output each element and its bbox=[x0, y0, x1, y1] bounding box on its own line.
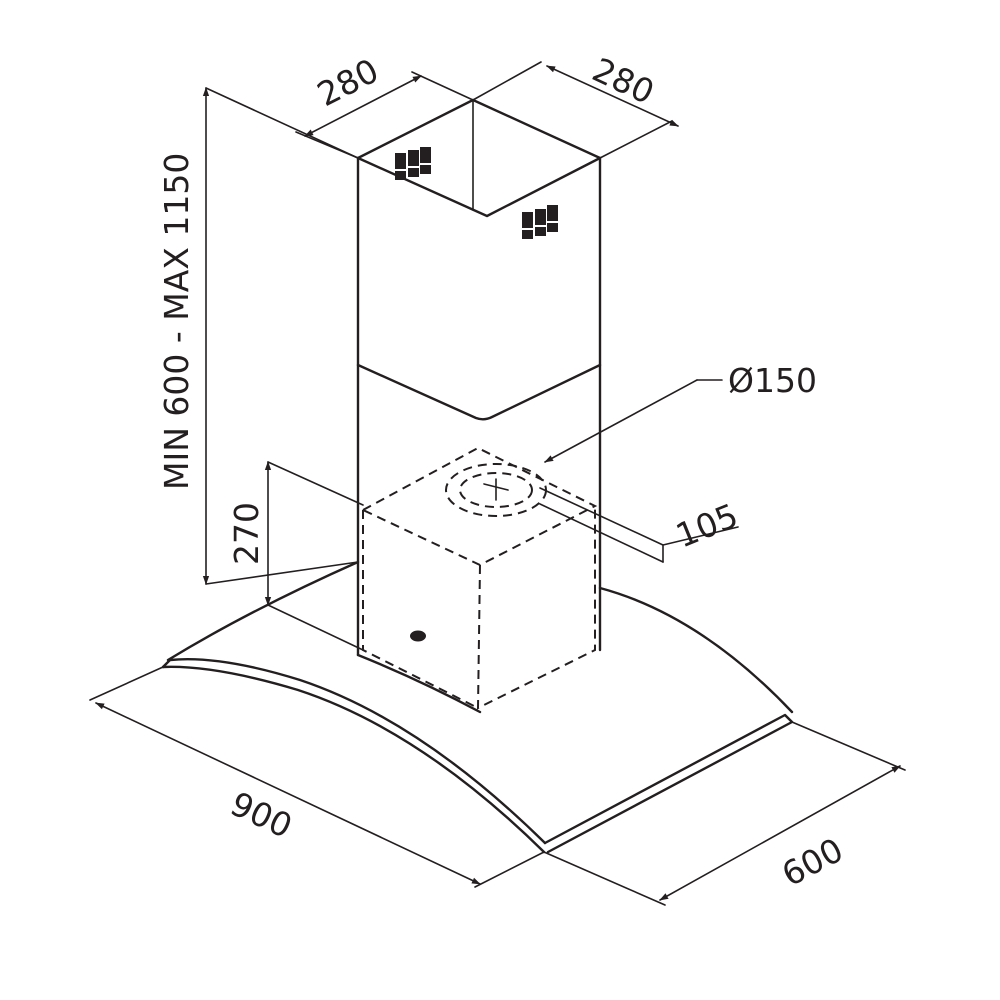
label-chimney-depth: 280 bbox=[587, 50, 661, 112]
dimension-chimney-depth: 280 bbox=[472, 50, 679, 159]
cable-hole-icon bbox=[410, 630, 426, 642]
label-chimney-width: 280 bbox=[311, 51, 385, 114]
vent-grille-icon bbox=[522, 205, 558, 239]
label-duct-diameter: Ø150 bbox=[728, 361, 817, 400]
label-motor-height: 270 bbox=[227, 502, 266, 565]
canopy-right-slope bbox=[598, 586, 794, 714]
canopy-right-lip bbox=[543, 713, 794, 854]
chimney-section-seam bbox=[356, 363, 602, 421]
label-height-range: MIN 600 - MAX 1150 bbox=[157, 153, 196, 490]
label-duct-offset: 105 bbox=[670, 496, 743, 556]
dimension-height-range: MIN 600 - MAX 1150 bbox=[157, 87, 359, 585]
dimension-duct-offset: 105 bbox=[539, 487, 743, 563]
vent-grille-icon bbox=[395, 147, 431, 180]
canopy-left-slope bbox=[166, 560, 360, 662]
chimney-top-opening bbox=[356, 98, 602, 218]
dimension-hood-width: 900 bbox=[89, 666, 545, 888]
glass-panel-left-cap bbox=[161, 658, 172, 669]
canopy-base-back bbox=[356, 653, 482, 714]
label-hood-depth: 600 bbox=[775, 830, 849, 894]
dimension-duct-diameter: Ø150 bbox=[544, 361, 817, 463]
chimney bbox=[356, 98, 602, 657]
dimension-motor-height: 270 bbox=[227, 461, 364, 651]
motor-box bbox=[360, 446, 598, 710]
